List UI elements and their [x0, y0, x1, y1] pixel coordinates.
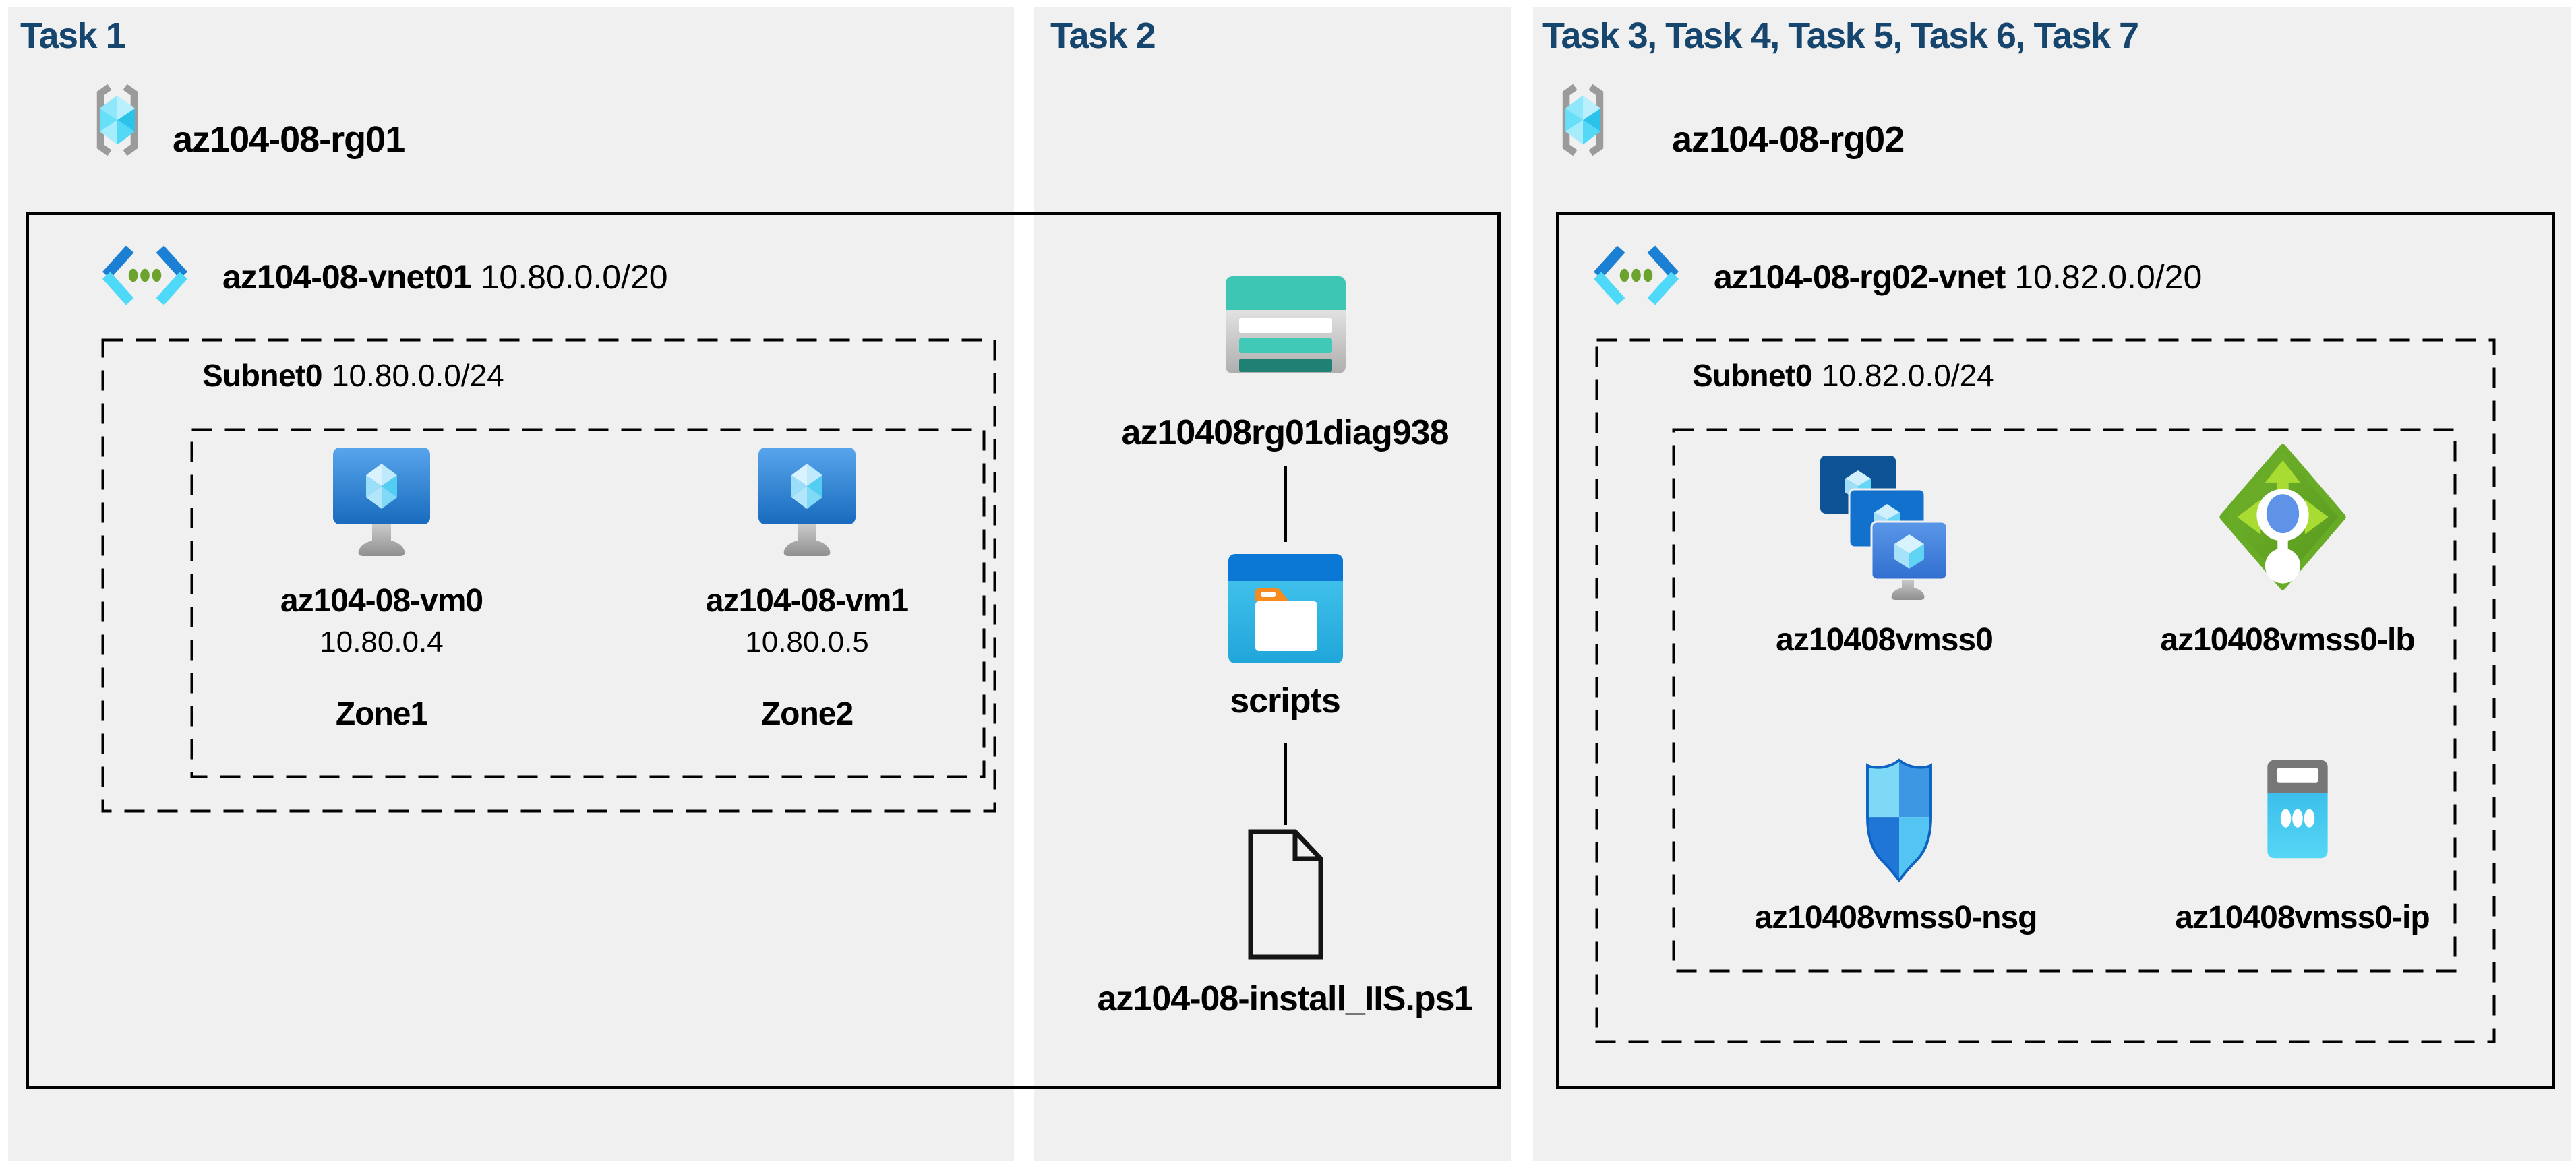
vm-group-dashed-box [190, 428, 986, 778]
vnet-cidr: 10.82.0.0/20 [2014, 258, 2203, 296]
task2-title: Task 2 [1050, 16, 1156, 56]
subnet-label: Subnet0 10.82.0.0/24 [1692, 357, 1994, 394]
subnet-dashed-box [101, 338, 996, 813]
virtual-machine-icon [753, 445, 861, 558]
vm-name: az104-08-vm0 [280, 583, 483, 619]
vmss-name: az10408vmss0 [1776, 622, 1994, 658]
blob-container-icon [1226, 550, 1346, 667]
vnet-container-box-task1 [26, 212, 1501, 1089]
vm-ip: 10.80.0.5 [745, 625, 869, 658]
connector-line [1284, 743, 1287, 825]
vm-zone: Zone2 [760, 696, 853, 732]
vm-zone: Zone1 [335, 696, 428, 732]
resource-group-icon [85, 81, 150, 159]
vnet-name: az104-08-vnet01 [222, 258, 472, 296]
subnet-name: Subnet0 [202, 358, 322, 393]
vnet-container-box-task3 [1556, 212, 2555, 1089]
public-ip-name: az10408vmss0-ip [2175, 900, 2430, 935]
public-ip-icon [2257, 756, 2338, 864]
resource-group-icon [1551, 81, 1615, 159]
vnet-name: az104-08-rg02-vnet [1714, 258, 2006, 296]
file-icon [1242, 826, 1329, 962]
panel-task1 [8, 7, 1014, 1161]
subnet-cidr: 10.80.0.0/24 [331, 358, 504, 393]
script-file-name: az104-08-install_IIS.ps1 [1097, 979, 1474, 1018]
resource-group-name: az104-08-rg01 [173, 119, 405, 160]
resource-group-name: az104-08-rg02 [1672, 119, 1905, 160]
vm-ip: 10.80.0.4 [320, 625, 444, 658]
network-security-group-icon [1862, 756, 1936, 886]
load-balancer-name: az10408vmss0-lb [2160, 622, 2415, 658]
subnet-cidr: 10.82.0.0/24 [1821, 358, 1994, 393]
connector-line [1284, 466, 1287, 542]
storage-account-name: az10408rg01diag938 [1121, 413, 1449, 452]
subnet-label: Subnet0 10.80.0.0/24 [202, 357, 504, 394]
container-name: scripts [1230, 681, 1341, 720]
storage-account-icon [1222, 267, 1350, 383]
virtual-machine-icon [328, 445, 436, 558]
subnet-name: Subnet0 [1692, 358, 1812, 393]
nsg-name: az10408vmss0-nsg [1754, 900, 2038, 935]
virtual-network-icon [1587, 241, 1685, 309]
vm-scale-set-icon [1819, 454, 1947, 601]
vm-name: az104-08-vm1 [705, 583, 909, 619]
task1-title: Task 1 [20, 16, 126, 56]
vnet-cidr: 10.80.0.0/20 [480, 258, 668, 296]
virtual-network-icon [96, 241, 194, 309]
panel-task3 [1533, 7, 2571, 1161]
task3-title: Task 3, Task 4, Task 5, Task 6, Task 7 [1542, 16, 2139, 56]
subnet-dashed-box [1595, 338, 2496, 1043]
load-balancer-icon [2217, 442, 2349, 592]
